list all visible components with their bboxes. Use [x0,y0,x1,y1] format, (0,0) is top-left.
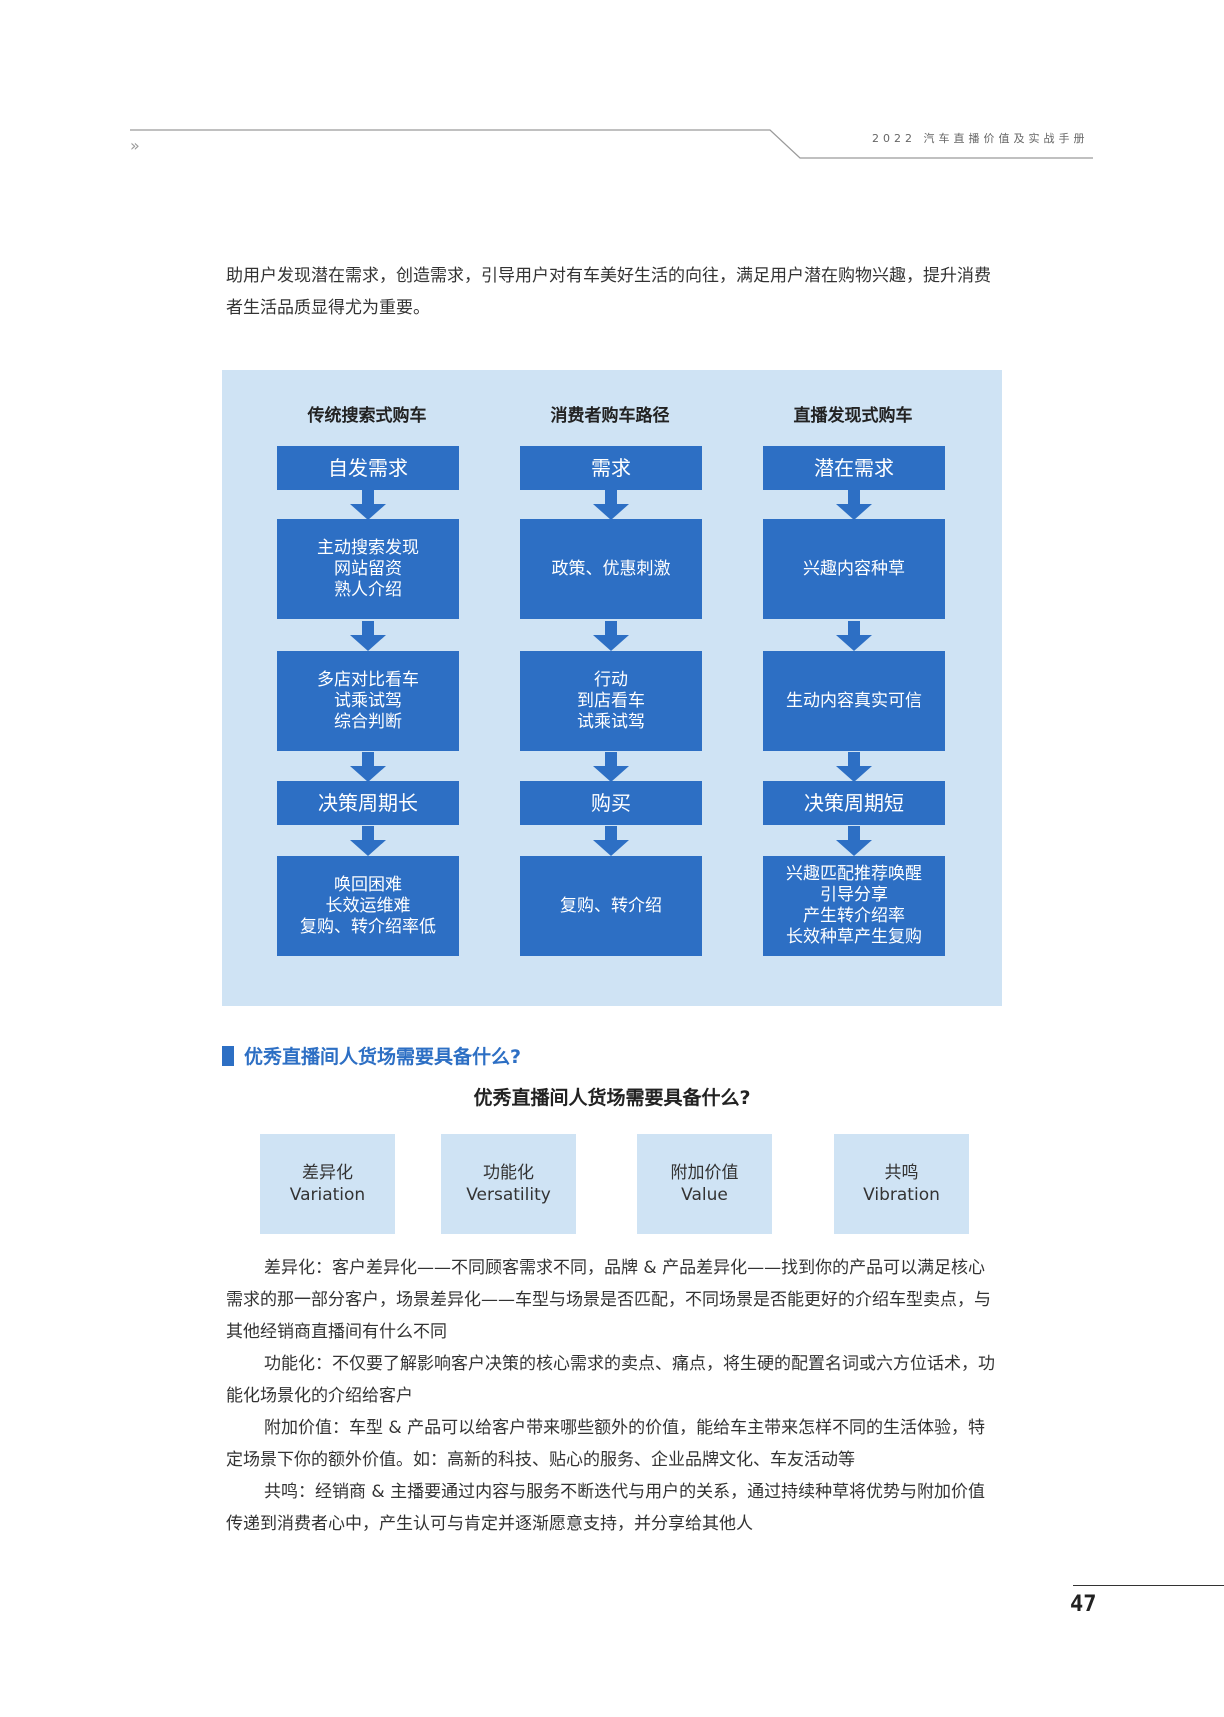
section-subtitle: 优秀直播间人货场需要具备什么? [473,1087,751,1109]
card-cn-label: 差异化 [302,1163,353,1183]
card-cn-label: 共鸣 [884,1163,919,1183]
flow-box-c1-4: 决策周期长 [277,781,459,825]
down-arrow-icon [836,490,872,520]
flow-box-c3-4: 决策周期短 [763,781,945,825]
down-arrow-icon [836,826,872,856]
body-paragraph-versatility: 功能化：不仅要了解影响客户决策的核心需求的卖点、痛点，将生硬的配置名词或六方位话… [226,1354,995,1406]
page-number: 47 [1070,1592,1097,1617]
quality-card-value: 附加价值 Value [637,1134,772,1234]
column-title-traditional: 传统搜索式购车 [307,406,427,426]
card-en-label: Value [681,1185,728,1205]
body-paragraph-vibration: 共鸣：经销商 & 主播要通过内容与服务不断迭代与用户的关系，通过持续种草将优势与… [226,1482,986,1534]
card-en-label: Vibration [863,1185,940,1205]
body-paragraph-value: 附加价值：车型 & 产品可以给客户带来哪些额外的价值，能给车主带来怎样不同的生活… [226,1418,986,1470]
flow-box-c1-2: 主动搜索发现 网站留资 熟人介绍 [277,519,459,619]
page-number-rule [1073,1585,1224,1586]
column-title-consumer: 消费者购车路径 [550,406,670,426]
header-title: 2022 汽车直播价值及实战手册 [872,132,1089,145]
flow-box-c3-1: 潜在需求 [763,446,945,490]
down-arrow-icon [593,621,629,651]
flow-box-c3-5: 兴趣匹配推荐唤醒 引导分享 产生转介绍率 长效种草产生复购 [763,856,945,956]
card-en-label: Versatility [466,1185,551,1205]
flow-box-c2-2: 政策、优惠刺激 [520,519,702,619]
section-heading: 优秀直播间人货场需要具备什么? [222,1042,521,1069]
down-arrow-icon [350,752,386,782]
flow-box-c3-3: 生动内容真实可信 [763,651,945,751]
flow-box-c1-1: 自发需求 [277,446,459,490]
section-bar-icon [222,1045,234,1066]
flow-box-c2-4: 购买 [520,781,702,825]
body-paragraph-variation: 差异化：客户差异化——不同顾客需求不同，品牌 & 产品差异化——找到你的产品可以… [226,1258,991,1342]
quality-card-variation: 差异化 Variation [260,1134,395,1234]
down-arrow-icon [350,490,386,520]
flow-box-c2-1: 需求 [520,446,702,490]
flow-box-c2-5: 复购、转介绍 [520,856,702,956]
down-arrow-icon [350,826,386,856]
card-cn-label: 功能化 [483,1163,534,1183]
down-arrow-icon [836,752,872,782]
flow-box-c1-5: 唤回困难 长效运维难 复购、转介绍率低 [277,856,459,956]
down-arrow-icon [593,826,629,856]
section-heading-text: 优秀直播间人货场需要具备什么? [244,1046,522,1068]
quality-card-vibration: 共鸣 Vibration [834,1134,969,1234]
header-chevron-icon: ›› [130,136,140,155]
flow-box-c3-2: 兴趣内容种草 [763,519,945,619]
down-arrow-icon [593,752,629,782]
flow-box-c2-3: 行动 到店看车 试乘试驾 [520,651,702,751]
flow-box-c1-3: 多店对比看车 试乘试驾 综合判断 [277,651,459,751]
column-title-livestream: 直播发现式购车 [793,406,913,426]
down-arrow-icon [350,621,386,651]
intro-paragraph: 助用户发现潜在需求，创造需求，引导用户对有车美好生活的向往，满足用户潜在购物兴趣… [226,266,991,318]
header-rule [130,129,1093,159]
quality-card-versatility: 功能化 Versatility [441,1134,576,1234]
card-cn-label: 附加价值 [670,1163,739,1183]
down-arrow-icon [836,621,872,651]
down-arrow-icon [593,490,629,520]
purchase-path-diagram: 传统搜索式购车 消费者购车路径 直播发现式购车 自发需求 主动搜索发现 网站留资… [222,370,1002,1006]
card-en-label: Variation [289,1185,366,1205]
